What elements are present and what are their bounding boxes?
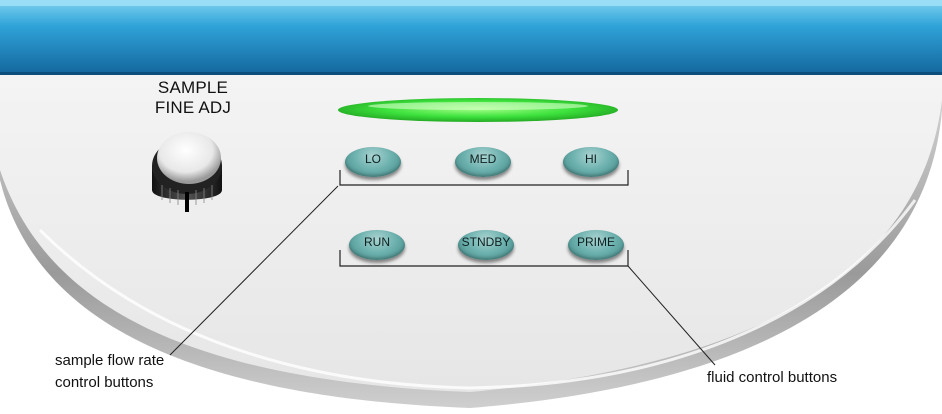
- fluid-control-bracket: [339, 250, 629, 267]
- stndby-button-label: STNDBY: [461, 235, 511, 249]
- sample-flow-callout: sample flow rate control buttons: [55, 350, 164, 394]
- sample-flow-bracket: [339, 170, 629, 186]
- sample-flow-leader-line: [169, 185, 339, 356]
- fluid-control-callout: fluid control buttons: [707, 369, 838, 386]
- knob-label: SAMPLE FINE ADJ: [133, 78, 253, 118]
- knob-label-line1: SAMPLE: [157, 78, 229, 97]
- prime-button-label: PRIME: [576, 235, 615, 249]
- lo-button-label: LO: [364, 152, 381, 166]
- med-button[interactable]: MED: [455, 147, 511, 177]
- knob-label-line2: FINE ADJ: [154, 98, 232, 117]
- hi-button[interactable]: HI: [563, 147, 619, 177]
- sample-flow-callout-line2: control buttons: [55, 374, 154, 391]
- med-button-label: MED: [469, 152, 497, 166]
- hi-button-label: HI: [585, 152, 597, 166]
- sample-flow-callout-line1: sample flow rate: [55, 352, 165, 369]
- run-button-label: RUN: [364, 235, 390, 249]
- prime-button[interactable]: PRIME: [568, 230, 624, 260]
- lo-button[interactable]: LO: [345, 147, 401, 177]
- sample-fine-adj-knob: [152, 132, 222, 212]
- run-button[interactable]: RUN: [349, 230, 405, 260]
- header-band: [0, 0, 942, 74]
- stndby-button[interactable]: STNDBY: [458, 230, 514, 260]
- fluid-control-leader-line: [627, 265, 716, 366]
